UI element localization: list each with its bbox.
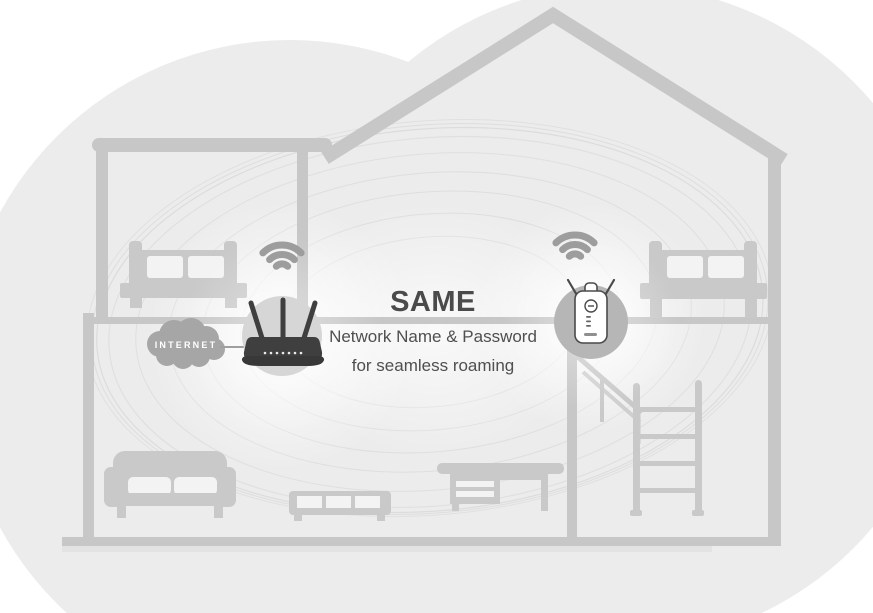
- wifi-icon: [552, 231, 598, 260]
- headline-title: SAME: [390, 286, 476, 318]
- left-wall-upper: [96, 145, 108, 323]
- cloud-icon: [147, 318, 225, 369]
- flat-roof: [92, 138, 332, 152]
- tv-stand: [289, 491, 391, 521]
- bed-left: [120, 241, 247, 308]
- internet-label: INTERNET: [154, 340, 218, 350]
- sofa: [104, 451, 236, 518]
- router-icon: [241, 296, 325, 376]
- headline-line2: Network Name & Password: [329, 327, 537, 346]
- internet-link-line: [220, 346, 246, 348]
- ground-floor: [62, 537, 778, 546]
- second-floor: [83, 317, 779, 324]
- desk: [437, 463, 564, 511]
- ground-shadow: [62, 546, 712, 552]
- interior-wall-lower: [567, 322, 577, 541]
- range-extender-icon: [554, 278, 628, 359]
- ladder: [630, 380, 704, 516]
- right-wall: [768, 150, 781, 546]
- pitched-roof: [321, 6, 788, 166]
- headline-line3: for seamless roaming: [351, 356, 515, 375]
- interior-wall-upper: [297, 150, 308, 322]
- left-wall-lower: [83, 313, 94, 544]
- headline-block: SAME Network Name & Password for seamles…: [273, 286, 593, 375]
- bed-right: [640, 241, 767, 318]
- wifi-icon: [259, 241, 305, 270]
